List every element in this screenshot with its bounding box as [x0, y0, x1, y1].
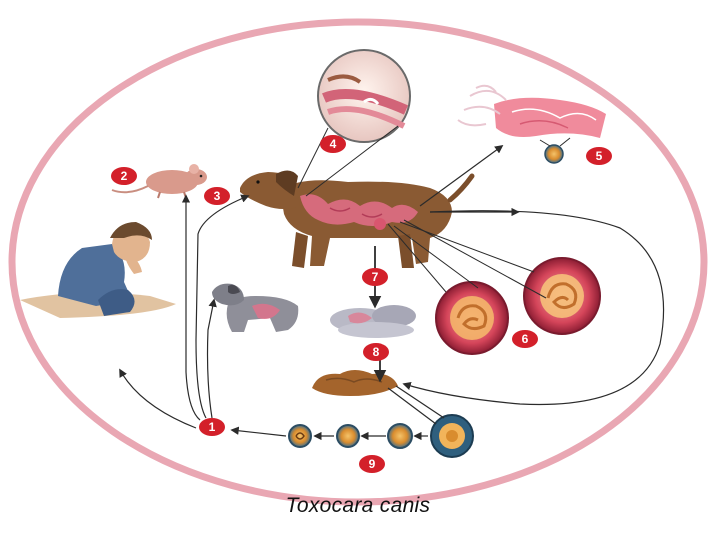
svg-text:7: 7	[372, 270, 379, 284]
egg-development-row	[288, 414, 474, 458]
marker-badge-1: 1	[199, 418, 225, 436]
lifecycle-arrows	[119, 145, 665, 441]
egg-icon	[336, 424, 360, 448]
svg-text:1: 1	[209, 420, 216, 434]
larva-tissue-cyst-circle	[523, 257, 601, 335]
marker-badge-6: 6	[512, 330, 538, 348]
zoom-leader-line	[305, 125, 399, 197]
svg-text:3: 3	[214, 189, 221, 203]
svg-text:9: 9	[369, 457, 376, 471]
marker-badge-8: 8	[363, 343, 389, 361]
zoom-leader-line	[403, 219, 547, 299]
marker-badge-4: 4	[320, 135, 346, 153]
lifecycle-ring	[8, 18, 708, 506]
svg-text:5: 5	[596, 149, 603, 163]
svg-text:2: 2	[121, 169, 128, 183]
zoom-leader-line	[559, 137, 571, 147]
marker-badge-3: 3	[204, 187, 230, 205]
svg-text:8: 8	[373, 345, 380, 359]
zoom-leader-line	[297, 127, 329, 189]
svg-text:4: 4	[330, 137, 337, 151]
larva-tissue-cyst-circle	[435, 281, 509, 355]
zoom-leader-line	[539, 139, 551, 147]
zoom-leader-line	[393, 225, 479, 289]
egg-icon	[544, 144, 564, 164]
intestine-adult-worms-illustration	[457, 84, 606, 138]
dog-feces-illustration	[312, 370, 398, 396]
marker-badge-9: 9	[359, 455, 385, 473]
egg-icon	[387, 423, 413, 449]
marker-badge-7: 7	[362, 268, 388, 286]
child-illustration	[20, 222, 176, 318]
adult-dog-illustration	[240, 170, 475, 268]
trachea-zoom-circle	[317, 49, 411, 143]
mouse-illustration	[111, 164, 207, 199]
diagram-caption: Toxocara canis	[285, 494, 431, 517]
svg-text:6: 6	[522, 332, 529, 346]
marker-badge-5: 5	[586, 147, 612, 165]
zoom-leader-line	[387, 223, 447, 293]
puppy-illustration	[212, 283, 299, 332]
newborn-pups-illustration	[330, 305, 416, 338]
egg-icon	[288, 424, 312, 448]
marker-badge-2: 2	[111, 167, 137, 185]
